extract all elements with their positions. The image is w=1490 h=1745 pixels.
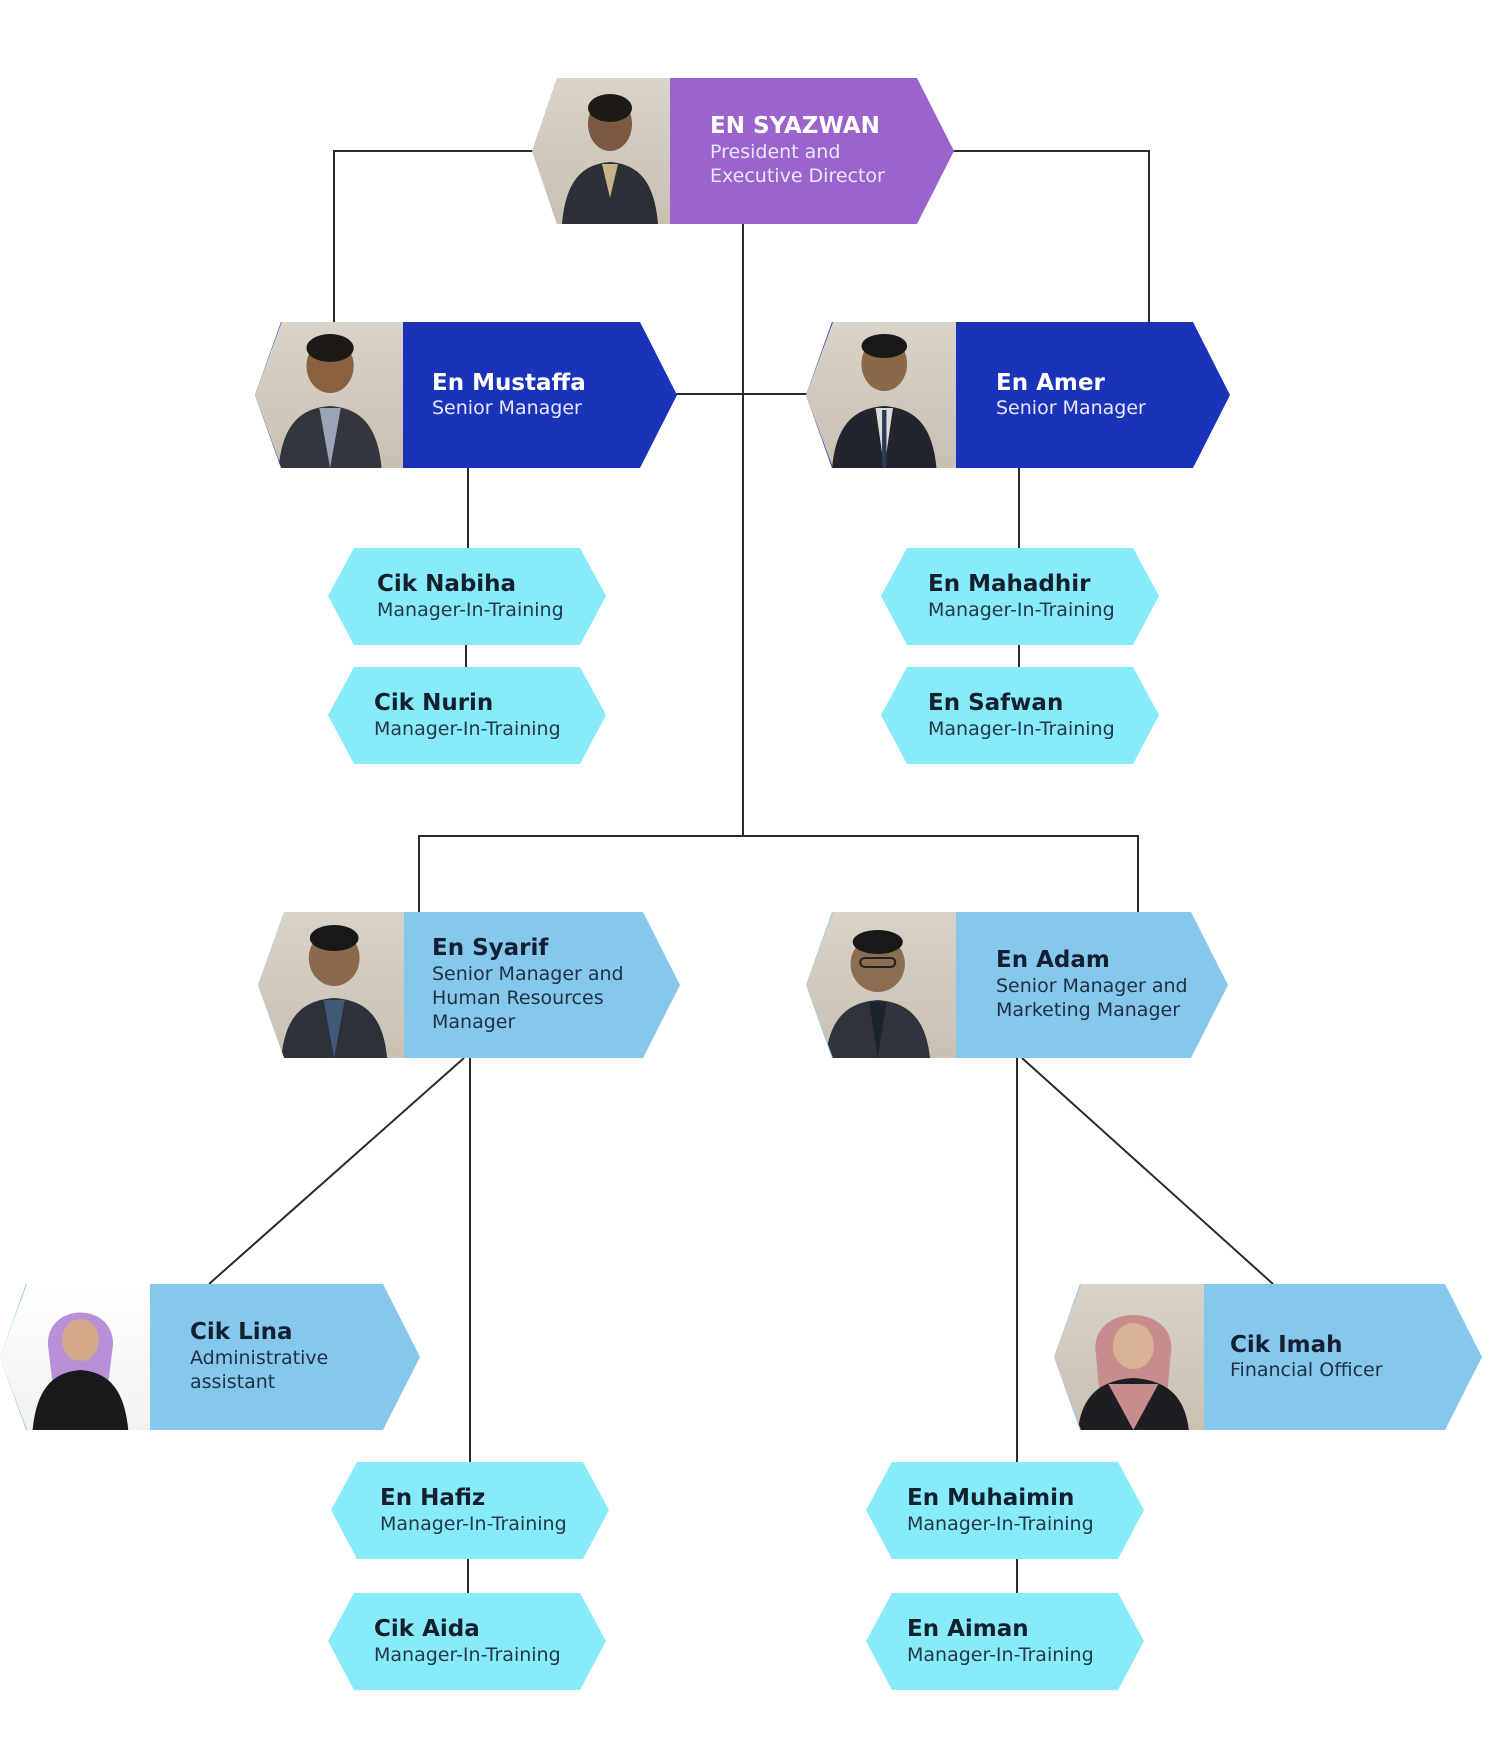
node-nabiha-text: Cik Nabiha Manager-In-Training [377,548,590,645]
person-silhouette-icon [562,94,658,224]
node-mustaffa[interactable]: En Mustaffa Senior Manager [255,322,677,468]
node-syarif[interactable]: En Syarif Senior Manager and Human Resou… [258,912,680,1058]
node-safwan-shape [881,667,1159,764]
person-name: En Safwan [928,690,1064,717]
node-nabiha-shape [328,548,606,645]
person-role: Manager-In-Training [928,598,1115,621]
connector-president-mustaffa [333,150,535,322]
node-lina[interactable]: Cik Lina Administrative assistant [0,1284,420,1430]
node-safwan-text: En Safwan Manager-In-Training [928,667,1143,764]
node-hafiz-shape [331,1462,609,1559]
person-role: Senior Manager [432,397,582,420]
person-silhouette-icon [278,334,382,468]
node-nabiha[interactable]: Cik Nabiha Manager-In-Training [328,548,606,645]
person-silhouette-icon [1077,1315,1189,1430]
node-adam-text: En Adam Senior Manager and Marketing Man… [996,912,1198,1058]
node-imah-text: Cik Imah Financial Officer [1230,1284,1452,1430]
person-role: Senior Manager and Marketing Manager [996,974,1188,1022]
node-adam[interactable]: En Adam Senior Manager and Marketing Man… [806,912,1228,1058]
node-mahadhir-text: En Mahadhir Manager-In-Training [928,548,1143,645]
connector-trunk-adam [743,835,1139,912]
adam-photo [806,912,956,1058]
person-role: Administrative assistant [190,1346,329,1394]
person-silhouette-icon [32,1312,129,1430]
node-mahadhir[interactable]: En Mahadhir Manager-In-Training [881,548,1159,645]
person-name: Cik Aida [374,1616,480,1643]
person-name: EN SYAZWAN [710,113,880,140]
node-lina-text: Cik Lina Administrative assistant [190,1284,390,1430]
person-role: Manager-In-Training [907,1512,1094,1535]
node-amer-text: En Amer Senior Manager [996,322,1200,468]
person-name: En Hafiz [380,1485,486,1512]
person-role: Manager-In-Training [374,717,561,740]
node-nurin-text: Cik Nurin Manager-In-Training [374,667,590,764]
person-role: Financial Officer [1230,1359,1383,1382]
connector-adam-imah [1021,1057,1274,1285]
amer-photo [806,322,956,468]
person-name: Cik Imah [1230,1331,1343,1358]
imah-photo [1054,1284,1204,1430]
person-name: En Mahadhir [928,571,1091,598]
syarif-photo [258,912,404,1058]
node-mahadhir-shape [881,548,1159,645]
node-aiman[interactable]: En Aiman Manager-In-Training [866,1593,1144,1690]
node-imah[interactable]: Cik Imah Financial Officer [1054,1284,1482,1430]
lina-photo [0,1284,150,1430]
node-syarif-text: En Syarif Senior Manager and Human Resou… [432,912,650,1058]
person-role: President and Executive Director [710,140,885,188]
person-name: En Muhaimin [907,1485,1075,1512]
person-name: En Adam [996,947,1110,974]
person-role: Manager-In-Training [907,1643,1094,1666]
node-nurin-shape [328,667,606,764]
person-name: Cik Nurin [374,690,494,717]
node-amer[interactable]: En Amer Senior Manager [806,322,1230,468]
node-president[interactable]: EN SYAZWAN President and Executive Direc… [532,78,954,224]
connector-trunk-syarif [418,835,743,912]
person-name: En Mustaffa [432,369,586,396]
person-role: Manager-In-Training [380,1512,567,1535]
node-mustaffa-text: En Mustaffa Senior Manager [432,322,647,468]
node-aiman-shape [866,1593,1144,1690]
person-role: Manager-In-Training [374,1643,561,1666]
person-role: Senior Manager and Human Resources Manag… [432,962,624,1034]
mustaffa-photo [255,322,403,468]
person-name: Cik Lina [190,1319,293,1346]
person-name: En Amer [996,369,1105,396]
node-president-text: EN SYAZWAN President and Executive Direc… [710,78,924,224]
person-silhouette-icon [825,930,930,1058]
president-photo [532,78,670,224]
node-hafiz-text: En Hafiz Manager-In-Training [380,1462,593,1559]
node-aida[interactable]: Cik Aida Manager-In-Training [328,1593,606,1690]
connector-president-amer [952,150,1150,322]
node-hafiz[interactable]: En Hafiz Manager-In-Training [331,1462,609,1559]
person-silhouette-icon [281,925,388,1058]
person-silhouette-icon [832,334,937,468]
person-name: En Aiman [907,1616,1029,1643]
person-role: Senior Manager [996,397,1146,420]
connector-syarif-lina [208,1057,465,1285]
person-role: Manager-In-Training [377,598,564,621]
node-aiman-text: En Aiman Manager-In-Training [907,1593,1128,1690]
node-muhaimin[interactable]: En Muhaimin Manager-In-Training [866,1462,1144,1559]
node-safwan[interactable]: En Safwan Manager-In-Training [881,667,1159,764]
node-nurin[interactable]: Cik Nurin Manager-In-Training [328,667,606,764]
node-aida-text: Cik Aida Manager-In-Training [374,1593,590,1690]
node-aida-shape [328,1593,606,1690]
person-role: Manager-In-Training [928,717,1115,740]
node-muhaimin-text: En Muhaimin Manager-In-Training [907,1462,1128,1559]
person-name: En Syarif [432,935,549,962]
person-name: Cik Nabiha [377,571,517,598]
node-muhaimin-shape [866,1462,1144,1559]
